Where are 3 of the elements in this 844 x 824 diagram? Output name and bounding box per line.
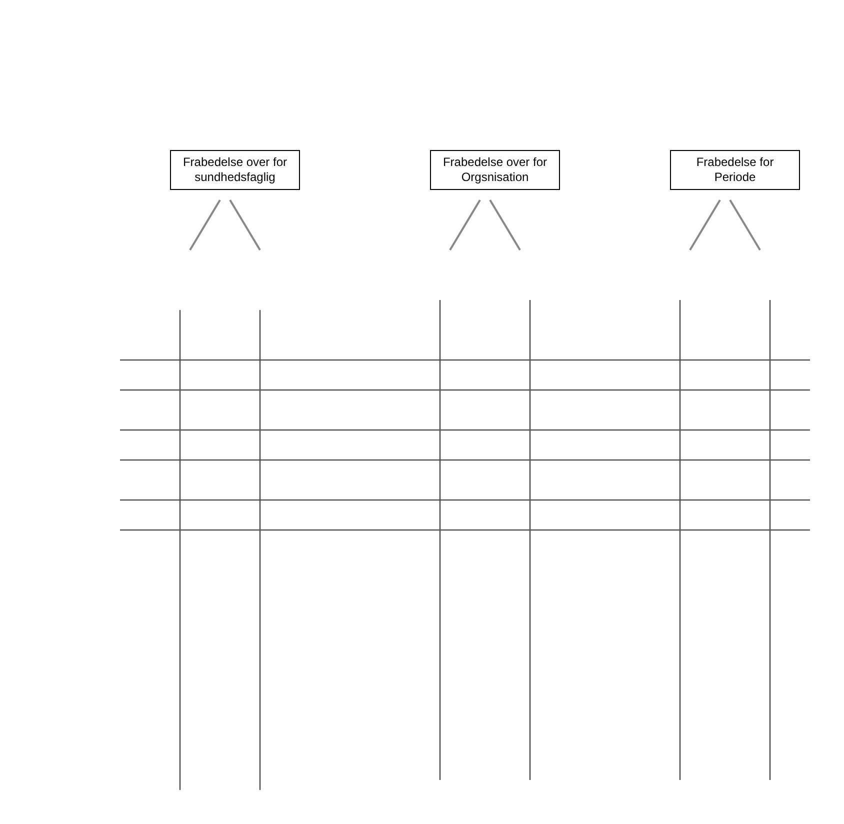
label-box: Frabedelse for Periode (670, 150, 800, 190)
label-box: Frabedelse over for sundhedsfaglig (170, 150, 300, 190)
label-box: Frabedelse over for Orgsnisation (430, 150, 560, 190)
